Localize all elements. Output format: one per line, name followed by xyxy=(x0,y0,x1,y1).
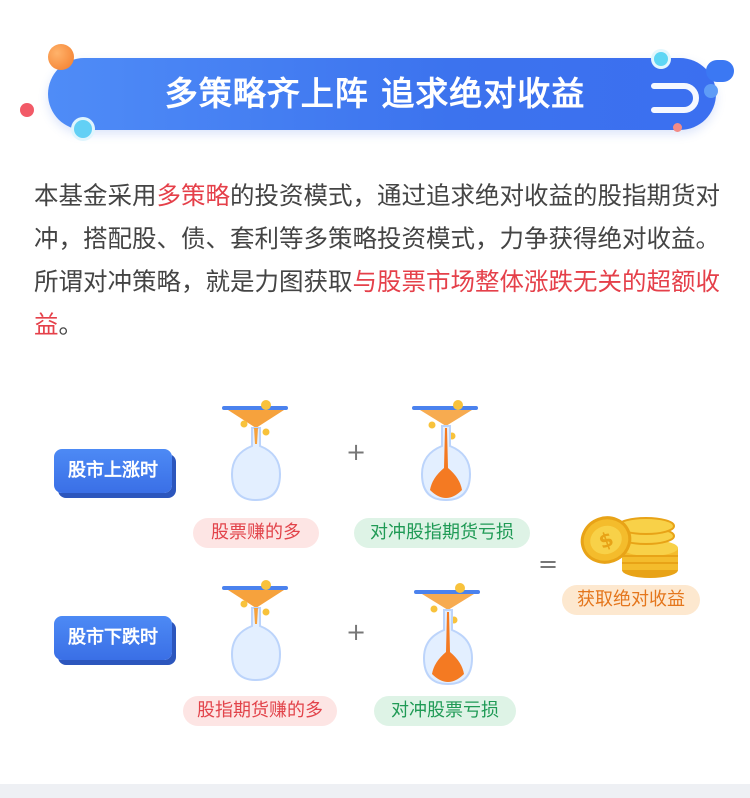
flask-icon xyxy=(222,580,288,682)
decor-dot-blue xyxy=(706,60,734,82)
banner-title: 多策略齐上阵 追求绝对收益 xyxy=(164,74,586,113)
decor-dot-blue-mid xyxy=(704,84,718,98)
paragraph-highlight: 与股票市场整体涨跌无关的超额收益 xyxy=(34,267,720,339)
paragraph-segment: 的投资模式，通过追求绝对收益的股指期货对冲，搭配股、债、套利等多策略投资模式，力… xyxy=(34,181,720,296)
state-tag-market-down: 股市下跌时 xyxy=(54,616,172,660)
title-banner: 多策略齐上阵 追求绝对收益 xyxy=(0,30,750,150)
description-paragraph: 本基金采用多策略的投资模式，通过追求绝对收益的股指期货对冲，搭配股、债、套利等多… xyxy=(34,174,724,346)
paragraph-highlight: 多策略 xyxy=(156,181,231,210)
flask-icon xyxy=(222,400,288,502)
label-absolute-return: 获取绝对收益 xyxy=(562,585,700,615)
label-futures-loss: 对冲股指期货亏损 xyxy=(354,518,530,548)
decor-dot-cyan xyxy=(74,120,92,138)
paragraph-segment: 本基金采用 xyxy=(34,181,157,210)
state-tag-market-up: 股市上涨时 xyxy=(54,449,172,493)
plus-operator: + xyxy=(346,618,367,646)
equals-operator: = xyxy=(538,550,559,578)
paragraph-segment: 。 xyxy=(58,310,84,339)
label-stock-loss: 对冲股票亏损 xyxy=(374,696,516,726)
footer-band xyxy=(0,784,750,798)
decor-dot-pink xyxy=(673,123,682,132)
decor-dot-cyan-small xyxy=(654,52,668,66)
label-futures-gain: 股指期货赚的多 xyxy=(183,696,337,726)
flask-icon xyxy=(414,583,480,686)
flask-icon xyxy=(412,400,478,502)
banner-background xyxy=(48,58,716,130)
decor-dot-orange xyxy=(48,44,74,70)
plus-operator: + xyxy=(346,438,367,466)
decor-dot-red xyxy=(20,103,34,117)
coins-icon: $ xyxy=(580,516,678,578)
banner-wave-decor xyxy=(651,83,699,113)
label-stock-gain: 股票赚的多 xyxy=(193,518,319,548)
